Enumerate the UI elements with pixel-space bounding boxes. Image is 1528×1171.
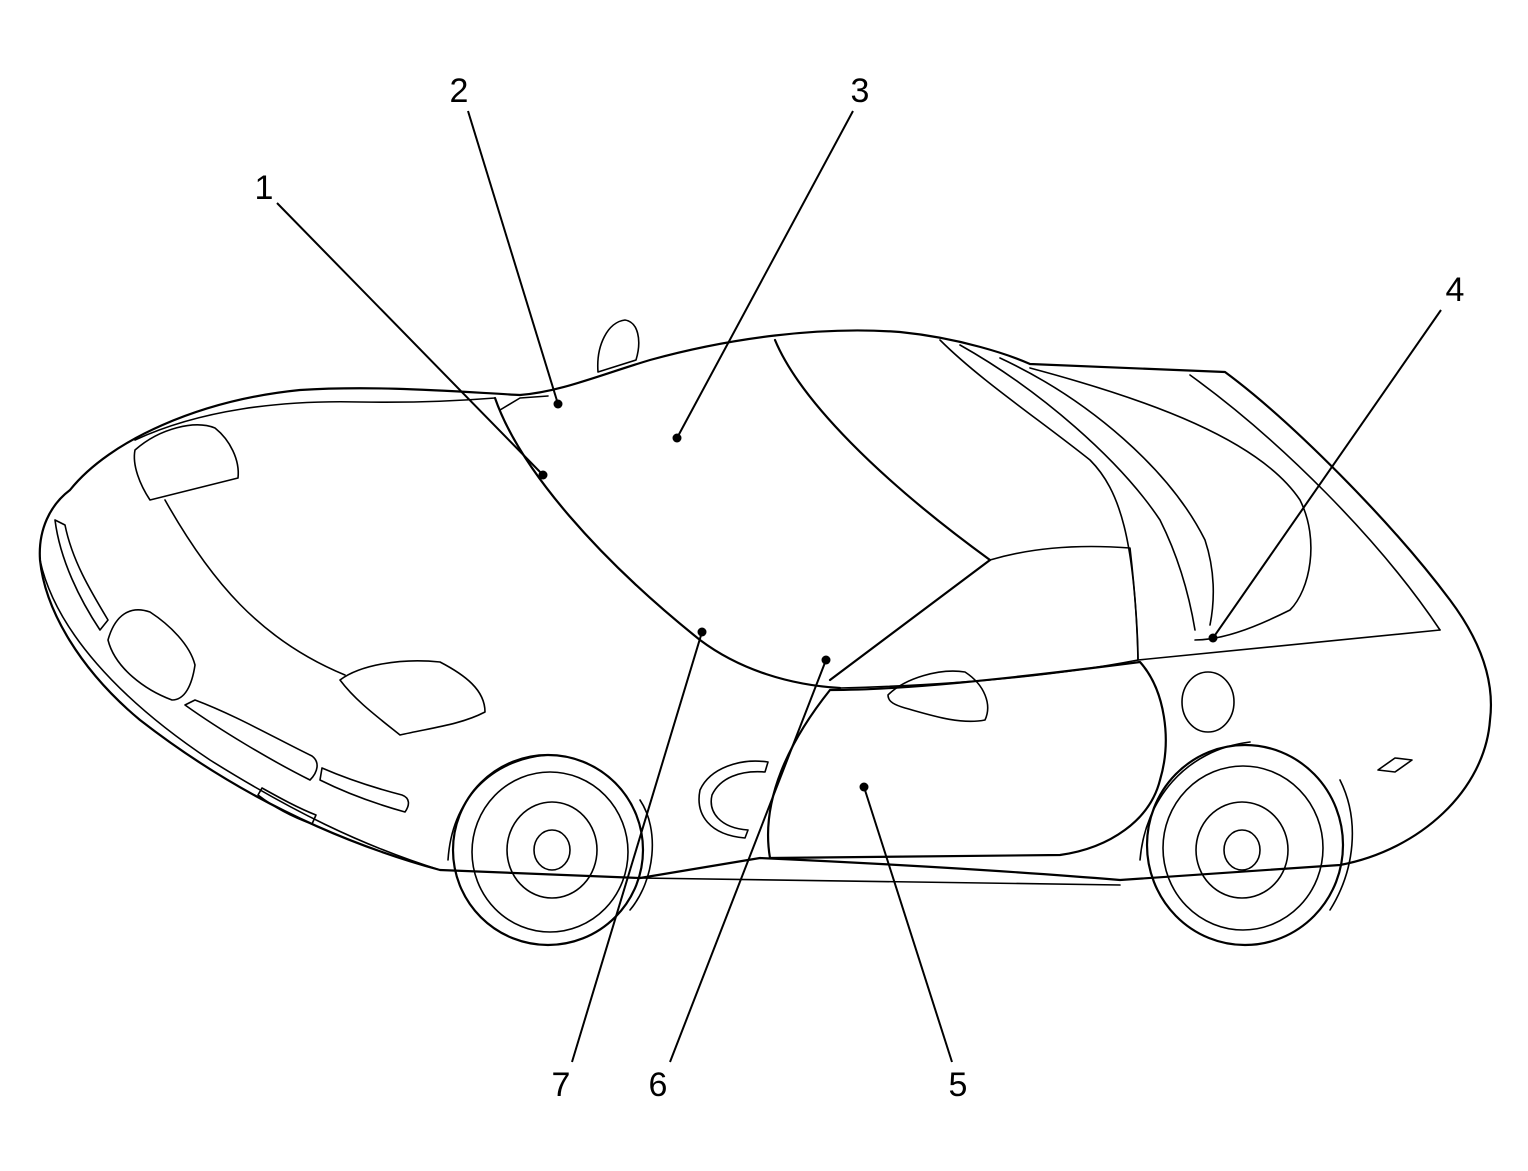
callout-3: 3 [851,72,870,110]
dot-5 [859,782,869,792]
rear-deck [1029,367,1312,641]
car-illustration [38,319,1492,947]
windshield-lower-edge [493,396,842,690]
windshield-top-frame [499,395,549,411]
leader-4 [1212,309,1442,639]
fog-light [107,609,196,701]
callout-4: 4 [1446,271,1465,309]
front-wheel [447,753,654,947]
rear-quarter-line [1137,629,1441,661]
dot-7 [697,627,707,637]
side-vent-1 [184,699,318,781]
rear-glass-left [959,344,1196,631]
leader-7 [571,631,703,1063]
dot-1 [538,470,548,480]
side-scoop [698,760,769,839]
dot-3 [672,433,682,443]
door-handle [887,670,989,723]
headlight-left [133,424,240,501]
rear-wheel [1139,741,1354,947]
leader-2 [467,110,559,405]
leader-3 [676,110,854,439]
side-vent-3 [257,787,317,825]
callout-6: 6 [649,1066,668,1104]
fuel-door [1181,671,1235,733]
rocker-panel [639,877,1121,886]
dot-4 [1208,633,1218,643]
roof-rear-edge [939,339,1139,661]
body-outline [38,329,1492,882]
tail-marker [1377,757,1413,773]
callout-2: 2 [450,72,469,110]
dot-2 [553,399,563,409]
roof-panel-edge [773,338,992,562]
rear-glass-right [999,357,1215,626]
hood-front-edge [164,499,346,676]
leader-6 [669,659,827,1063]
mirror-left [597,319,640,373]
leader-5 [863,786,953,1063]
a-pillar [828,558,992,682]
callout-labels: 1 2 3 4 5 6 7 [255,72,1465,1104]
hood-line [134,397,496,441]
front-bumper-line [39,559,441,871]
callout-leaders [276,110,1442,1063]
callout-7: 7 [552,1066,571,1104]
door-panel-outline [766,660,1167,860]
front-grille [54,519,109,631]
side-vent-2 [319,767,410,813]
dot-6 [821,655,831,665]
leader-1 [276,202,544,476]
callout-5: 5 [949,1066,968,1104]
headlight-right [339,660,486,736]
callout-1: 1 [255,169,274,207]
rear-spoiler-line [1189,374,1441,631]
